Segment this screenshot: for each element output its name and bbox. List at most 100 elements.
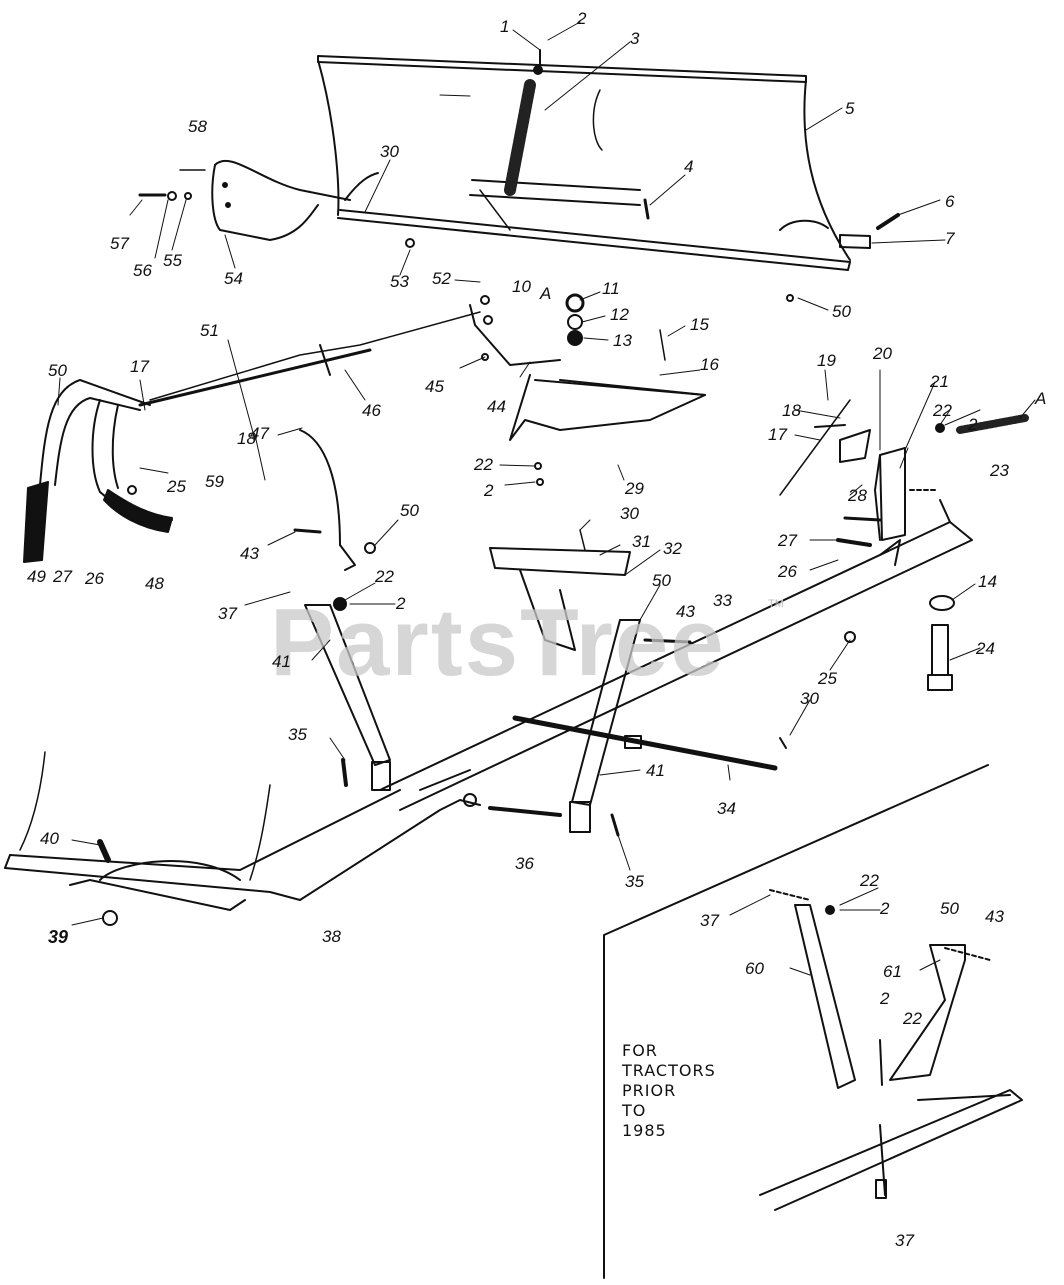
note-line: FOR bbox=[622, 1041, 658, 1060]
latch-assembly bbox=[779, 399, 1029, 547]
callout-label: 50 bbox=[832, 302, 851, 321]
blade-spring bbox=[504, 49, 543, 196]
callout-label: 12 bbox=[610, 305, 629, 324]
callout-label: 38 bbox=[322, 927, 341, 946]
callout-label: 22 bbox=[474, 455, 493, 474]
snow-blade bbox=[317, 55, 851, 271]
callout-label: 16 bbox=[700, 355, 719, 374]
callout-label: 50 bbox=[48, 361, 67, 380]
callout-label: 50 bbox=[652, 571, 671, 590]
washer-14-bolt-24 bbox=[844, 595, 955, 691]
callout-label: 26 bbox=[85, 569, 104, 588]
inset-parts bbox=[759, 889, 1023, 1211]
callout-label: 22 bbox=[375, 567, 394, 586]
callout-label: 59 bbox=[205, 472, 224, 491]
lift-handle bbox=[23, 379, 173, 563]
callout-label: 21 bbox=[930, 372, 949, 391]
callout-label: 43 bbox=[240, 544, 259, 563]
callout-label: 2 bbox=[880, 899, 890, 918]
callout-label: 28 bbox=[848, 486, 867, 505]
callout-label: 2 bbox=[396, 594, 406, 613]
callout-label: 22 bbox=[903, 1009, 922, 1028]
callout-label: 7 bbox=[945, 229, 955, 248]
callout-label: 1 bbox=[500, 17, 510, 36]
callout-label: 47 bbox=[250, 424, 269, 443]
callout-label: 4 bbox=[684, 157, 694, 176]
callout-label: 50 bbox=[940, 899, 959, 918]
callout-label: 48 bbox=[145, 574, 164, 593]
callout-label: 58 bbox=[188, 117, 207, 136]
callout-label: 37 bbox=[218, 604, 237, 623]
trademark-mark: TM bbox=[768, 598, 784, 610]
callout-label: 25 bbox=[167, 477, 186, 496]
callout-label: 35 bbox=[288, 725, 307, 744]
callout-label: 31 bbox=[632, 532, 651, 551]
center-plate bbox=[469, 293, 706, 486]
callout-label: 22 bbox=[860, 871, 879, 890]
callout-label: 2 bbox=[880, 989, 890, 1008]
inset-border bbox=[603, 764, 989, 1279]
callout-label: 3 bbox=[630, 29, 640, 48]
callout-label: 33 bbox=[713, 591, 732, 610]
callout-label: 49 bbox=[27, 567, 46, 586]
callout-label: 46 bbox=[362, 401, 381, 420]
callout-label: A bbox=[1035, 389, 1047, 408]
callout-label: 18 bbox=[237, 429, 256, 448]
callout-label: 53 bbox=[390, 272, 409, 291]
callout-label: 43 bbox=[676, 602, 695, 621]
callout-label: 19 bbox=[817, 351, 836, 370]
watermark: PartsTree bbox=[270, 589, 726, 696]
callout-label: 51 bbox=[200, 321, 219, 340]
note-tractors-prior-1985: FOR TRACTORS PRIOR TO 1985 bbox=[622, 1041, 716, 1141]
callout-label: 17 bbox=[768, 425, 787, 444]
callout-label: 2 bbox=[577, 9, 587, 28]
callout-label: 11 bbox=[602, 279, 620, 298]
callout-label: 18 bbox=[782, 401, 801, 420]
callout-label: 6 bbox=[945, 192, 955, 211]
main-frame bbox=[379, 499, 973, 811]
cross-rod bbox=[512, 715, 787, 771]
callout-label: 30 bbox=[380, 142, 399, 161]
callout-label: 30 bbox=[800, 689, 819, 708]
callout-label: 57 bbox=[110, 234, 129, 253]
callout-label: 23 bbox=[990, 461, 1009, 480]
callout-label: 54 bbox=[224, 269, 243, 288]
callout-label: 2 bbox=[484, 481, 494, 500]
callout-label: 2 bbox=[968, 415, 978, 434]
leader-lines bbox=[57, 21, 1036, 976]
push-arm-right bbox=[569, 619, 692, 837]
blade-hardware bbox=[405, 198, 900, 302]
callout-label: 37 bbox=[700, 911, 719, 930]
callout-label: 30 bbox=[620, 504, 639, 523]
callout-label: 60 bbox=[745, 959, 764, 978]
blade-bracket bbox=[138, 159, 379, 241]
callout-label: 5 bbox=[845, 99, 855, 118]
callout-label: 44 bbox=[487, 397, 506, 416]
note-line: TRACTORS bbox=[622, 1061, 716, 1080]
callout-label: 35 bbox=[625, 872, 644, 891]
callout-label: 39 bbox=[48, 927, 69, 947]
callout-label: 52 bbox=[432, 269, 451, 288]
callout-label: 50 bbox=[400, 501, 419, 520]
callout-label: 36 bbox=[515, 854, 534, 873]
callout-label: 20 bbox=[873, 344, 892, 363]
note-line: 1985 bbox=[622, 1121, 667, 1140]
callout-label: 17 bbox=[130, 357, 149, 376]
lift-cable bbox=[138, 311, 481, 407]
callout-label: 24 bbox=[976, 639, 995, 658]
callout-label: 40 bbox=[40, 829, 59, 848]
callout-label: 41 bbox=[272, 652, 291, 671]
note-line: TO bbox=[622, 1101, 647, 1120]
callout-label: 27 bbox=[53, 567, 72, 586]
callout-label: 29 bbox=[625, 479, 644, 498]
callout-label: 34 bbox=[717, 799, 736, 818]
callout-label: 27 bbox=[778, 531, 797, 550]
callout-label: A bbox=[540, 284, 552, 303]
a-frame bbox=[4, 751, 562, 926]
callout-label: 22 bbox=[933, 401, 952, 420]
callout-label: 32 bbox=[663, 539, 682, 558]
callout-label: 10 bbox=[512, 277, 531, 296]
callout-label: 55 bbox=[163, 251, 182, 270]
callout-label: 61 bbox=[883, 962, 902, 981]
